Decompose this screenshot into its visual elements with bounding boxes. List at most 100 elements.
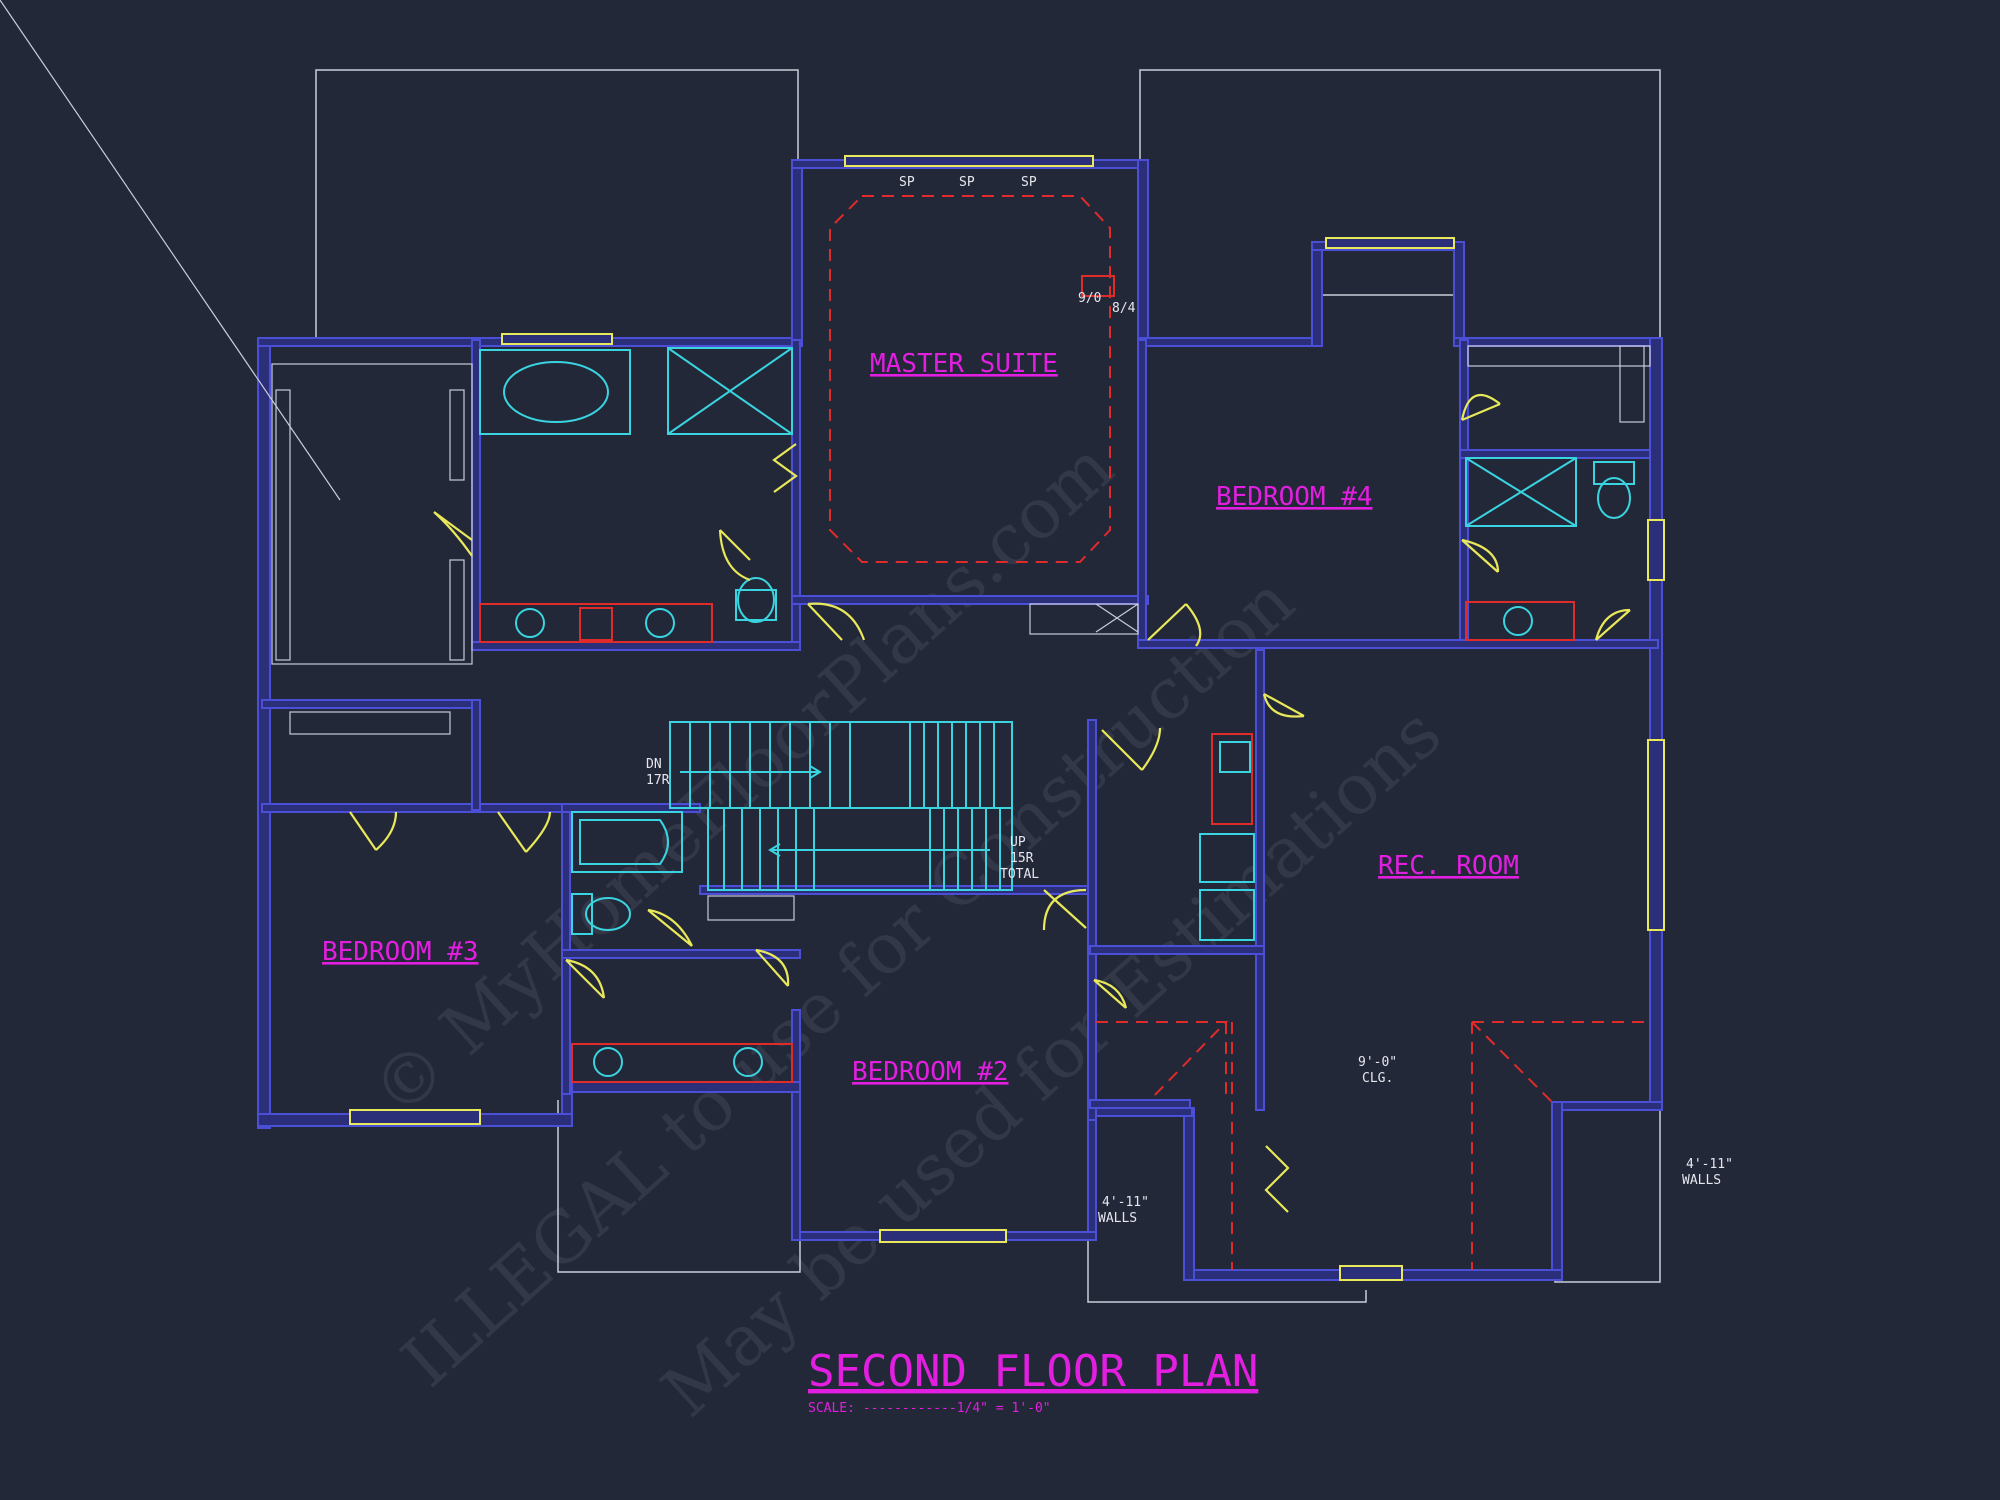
note-walls-right-2: WALLS xyxy=(1682,1173,1721,1188)
watermark: © MyHomeFloorPlans.com ILLEGAL to use fo… xyxy=(357,426,1457,1433)
shower-bed4-x-2 xyxy=(1465,457,1577,527)
bathtub-icon xyxy=(503,361,609,423)
toilet-bowl-icon xyxy=(585,897,631,931)
note-stair-dn-1: DN xyxy=(646,757,662,772)
laundry xyxy=(1029,603,1255,941)
bed4-bath xyxy=(1465,345,1651,641)
note-walls-left-2: WALLS xyxy=(1098,1211,1137,1226)
int-bed3-top xyxy=(261,803,563,813)
sink-icon xyxy=(645,608,675,638)
door-swing-closet-low xyxy=(1093,978,1128,1009)
door-swing-rec xyxy=(1262,693,1305,718)
int-bed4-bath-left xyxy=(1459,339,1469,641)
wall-master-right xyxy=(1137,159,1149,347)
door-swing-wc-hall xyxy=(647,908,693,947)
bathtub-hall xyxy=(571,811,683,873)
master-bath xyxy=(479,347,793,643)
toilet-icon xyxy=(571,893,593,935)
sink-icon xyxy=(593,1047,623,1077)
int-hall-top xyxy=(471,641,801,651)
door-swing-bed4-closet xyxy=(1460,394,1501,422)
wall-rec-right-lower xyxy=(1551,1101,1563,1281)
laundry-sink xyxy=(1219,741,1251,773)
door-swing-bed3 xyxy=(497,811,552,853)
note-beam-b: 8/4 xyxy=(1112,301,1136,316)
toilet-bowl-icon xyxy=(1597,477,1631,519)
wall-bath-bottom xyxy=(565,1081,801,1093)
sink-icon xyxy=(515,608,545,638)
int-master-bottom xyxy=(791,595,1149,605)
door-swing-bifold xyxy=(1264,1145,1290,1213)
roof-outline-left xyxy=(315,69,799,340)
room-label-bedroom-3: BEDROOM #3 xyxy=(322,937,479,967)
rec-ceiling-lines xyxy=(1096,1021,1650,1270)
note-sp-2: SP xyxy=(959,175,975,190)
note-stair-up-3: TOTAL xyxy=(1000,867,1039,882)
wall-right-bottom-step xyxy=(1551,1101,1663,1111)
staircase xyxy=(669,721,1013,921)
int-closet-right xyxy=(471,699,481,811)
wall-top-right xyxy=(1453,337,1661,347)
shower-bed4 xyxy=(1465,457,1577,527)
wall-bed4-bay-right xyxy=(1453,241,1465,347)
room-labels: MASTER SUITE BEDROOM #4 BEDROOM #3 BEDRO… xyxy=(322,349,1519,1087)
window-bed2 xyxy=(879,1229,1007,1243)
window-right-upper xyxy=(1647,519,1665,581)
wall-bottom-closet-left xyxy=(1183,1107,1195,1281)
window-bed3 xyxy=(349,1109,481,1125)
stair-landing xyxy=(707,895,795,921)
stair-arrow-dn-head xyxy=(809,765,822,779)
note-stair-up-2: 15R xyxy=(1010,851,1034,866)
door-swing-bed4-bath xyxy=(1461,538,1500,573)
sink-icon xyxy=(1503,606,1533,636)
door-swing-bed2 xyxy=(1042,888,1087,931)
bed4-closet xyxy=(1467,345,1651,367)
laundry-counter xyxy=(1211,733,1253,825)
door-swing-laundry xyxy=(1101,727,1162,771)
note-walls-left-1: 4'-11" xyxy=(1102,1195,1149,1210)
linen-x-2 xyxy=(1095,603,1139,633)
note-stair-up-1: UP xyxy=(1010,835,1026,850)
closet-bed3 xyxy=(289,711,451,735)
closet-shelf-right-2 xyxy=(449,559,465,661)
closets xyxy=(0,0,473,735)
door-swing-master xyxy=(807,602,866,641)
notes: SP SP SP 9/0 8/4 DN 17R UP 15R TOTAL 9'-… xyxy=(646,175,1733,1226)
vanity-hall xyxy=(571,1043,793,1083)
roof-outline-right xyxy=(1139,69,1661,340)
door-swing-bed4-bath-2 xyxy=(1594,608,1631,641)
int-bath-mid xyxy=(561,949,801,959)
windows xyxy=(349,155,1665,1281)
wall-bed4-bay-left xyxy=(1311,241,1323,347)
window-rec xyxy=(1647,739,1665,931)
note-walls-right-1: 4'-11" xyxy=(1686,1157,1733,1172)
note-sp-3: SP xyxy=(1021,175,1037,190)
int-closet-mid xyxy=(1089,1099,1191,1109)
int-laundry-bottom xyxy=(1089,945,1265,955)
toilet-icon xyxy=(1593,461,1635,485)
vanity-bed4 xyxy=(1465,601,1575,641)
wall-right xyxy=(1649,337,1663,1111)
washer xyxy=(1199,833,1255,883)
int-bed2-right xyxy=(1087,719,1097,1121)
roof-outline-bottom-right xyxy=(1554,1110,1661,1283)
int-closet-bath-divider xyxy=(471,339,481,649)
room-label-rec-room: REC. ROOM xyxy=(1378,851,1519,881)
door-swing-hall-bath xyxy=(565,958,606,999)
shower-master xyxy=(667,347,793,435)
stair-arrow-up-head xyxy=(768,843,781,857)
door-swing-bed3-closet xyxy=(349,811,398,851)
stair-lower xyxy=(707,807,1013,891)
note-stair-dn-2: 17R xyxy=(646,773,670,788)
vanity-drawers xyxy=(579,607,613,641)
tub-deck xyxy=(479,349,631,435)
sink-icon xyxy=(733,1047,763,1077)
wall-bed2-right xyxy=(1087,1107,1097,1241)
closet-shelf-right xyxy=(449,389,465,481)
window-bath-top xyxy=(501,333,613,345)
closet-rod xyxy=(0,0,341,501)
note-ceiling-height: 9'-0" xyxy=(1358,1055,1397,1070)
room-label-bedroom-2: BEDROOM #2 xyxy=(852,1057,1009,1087)
int-bed4-bath-mid xyxy=(1459,449,1651,459)
